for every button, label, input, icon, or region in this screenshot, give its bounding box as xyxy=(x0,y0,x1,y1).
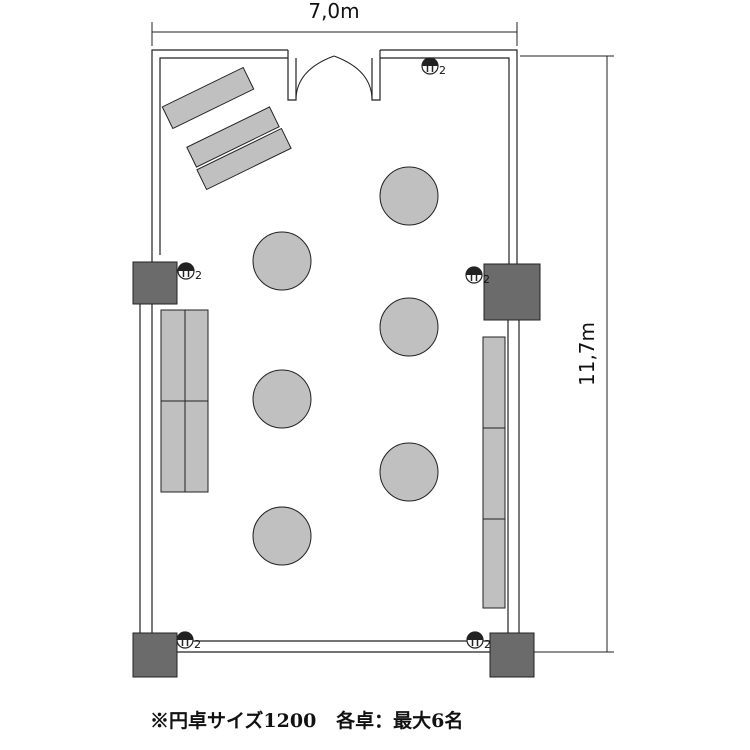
pillars xyxy=(132,261,541,678)
width-label: 7,0m xyxy=(308,0,359,23)
pillar-bottom-right xyxy=(489,632,535,678)
outlets: 2 2 2 2 2 xyxy=(176,57,491,651)
outlet-count: 2 xyxy=(483,273,490,286)
outlet-count: 2 xyxy=(439,64,446,77)
top-wall-right xyxy=(380,49,518,264)
round-table-2 xyxy=(252,231,312,291)
bench-top xyxy=(161,66,255,130)
right-table-2 xyxy=(482,427,506,520)
round-table-4 xyxy=(252,369,312,429)
door-jamb-left xyxy=(287,50,297,101)
left-table-2 xyxy=(184,309,209,402)
left-table-4 xyxy=(184,400,209,493)
width-dimension: 7,0m xyxy=(151,0,518,46)
door-icon xyxy=(295,55,373,101)
left-table-3 xyxy=(160,400,186,493)
height-label: 11,7m xyxy=(575,322,599,386)
round-table-1 xyxy=(379,166,439,226)
round-table-6 xyxy=(252,506,312,566)
walls xyxy=(139,49,520,653)
capacity-note: 各卓：最大6名 xyxy=(336,710,464,732)
outlet-count: 2 xyxy=(194,638,201,651)
right-side-tables xyxy=(482,336,506,609)
outlet-icon: 2 xyxy=(177,262,202,282)
round-table-3 xyxy=(379,297,439,357)
height-dimension: 11,7m xyxy=(520,55,614,653)
pillar-top-right xyxy=(483,263,541,321)
outlet-icon: 2 xyxy=(421,57,446,77)
pillar-top-left xyxy=(132,261,178,305)
bench-lower xyxy=(196,127,292,191)
outlet-icon: 2 xyxy=(466,631,491,651)
door-jamb-right xyxy=(371,50,381,101)
table-note: ※円卓サイズ1200 各卓：最大6名 xyxy=(150,706,463,733)
left-side-tables xyxy=(160,309,209,493)
angled-benches xyxy=(161,66,292,191)
outlet-icon: 2 xyxy=(176,631,201,651)
outlet-count: 2 xyxy=(484,638,491,651)
pillar-bottom-left xyxy=(132,632,178,678)
outlet-count: 2 xyxy=(195,269,202,282)
table-size-note: ※円卓サイズ1200 xyxy=(150,710,317,732)
top-wall-left xyxy=(151,49,288,264)
bench-middle xyxy=(186,106,280,168)
outlet-icon: 2 xyxy=(465,266,490,286)
right-table-3 xyxy=(482,518,506,609)
left-table-1 xyxy=(160,309,186,402)
round-table-5 xyxy=(379,442,439,502)
round-tables xyxy=(252,166,439,566)
right-table-1 xyxy=(482,336,506,429)
